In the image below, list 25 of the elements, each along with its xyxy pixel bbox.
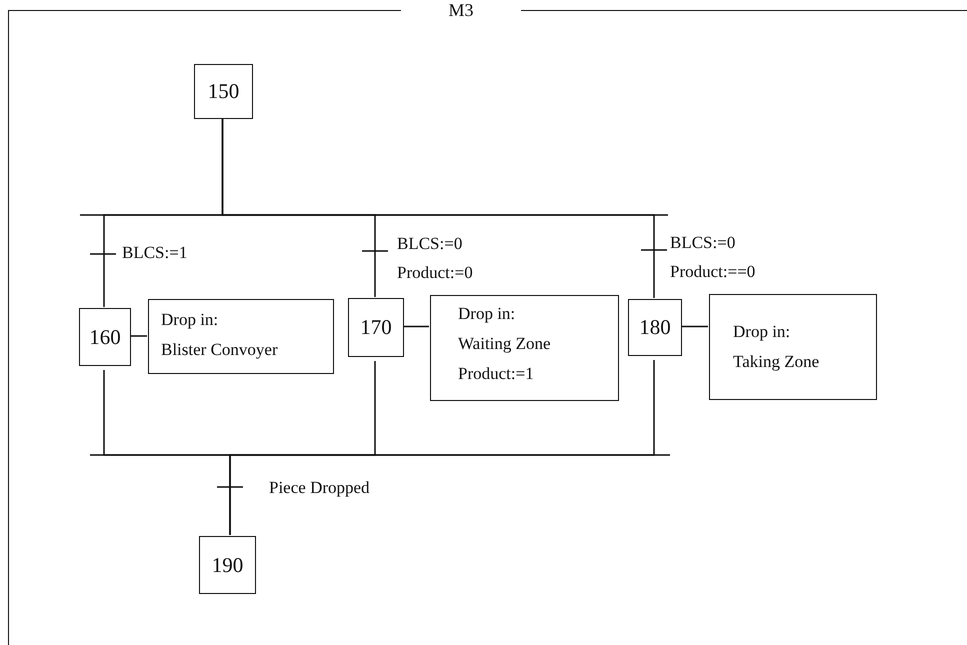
step-box xyxy=(348,298,404,357)
action-box xyxy=(430,295,619,401)
step-box xyxy=(628,299,682,356)
step-number: 160 xyxy=(89,324,121,350)
action-box xyxy=(709,294,877,400)
connector-line xyxy=(130,335,147,337)
step-number: 190 xyxy=(212,552,244,578)
step-number: 150 xyxy=(208,79,240,104)
step-box xyxy=(79,308,131,366)
action-text: Waiting Zone xyxy=(458,333,552,355)
step-box xyxy=(194,64,253,119)
action-text: Drop in: xyxy=(458,303,516,325)
action-text: Drop in: xyxy=(161,309,220,331)
connector-line xyxy=(229,360,655,535)
connector-line xyxy=(681,326,708,328)
action-box xyxy=(148,299,334,374)
action-text: Product:=1 xyxy=(458,363,535,385)
connector-line xyxy=(403,326,429,328)
action-text: Blister Convoyer xyxy=(161,339,279,361)
step-number: 170 xyxy=(360,315,392,340)
step-box xyxy=(199,536,256,594)
connector-line xyxy=(222,118,655,298)
step-number: 180 xyxy=(639,315,671,340)
action-text: Drop in: xyxy=(733,321,792,343)
action-text: Taking Zone xyxy=(733,351,820,373)
